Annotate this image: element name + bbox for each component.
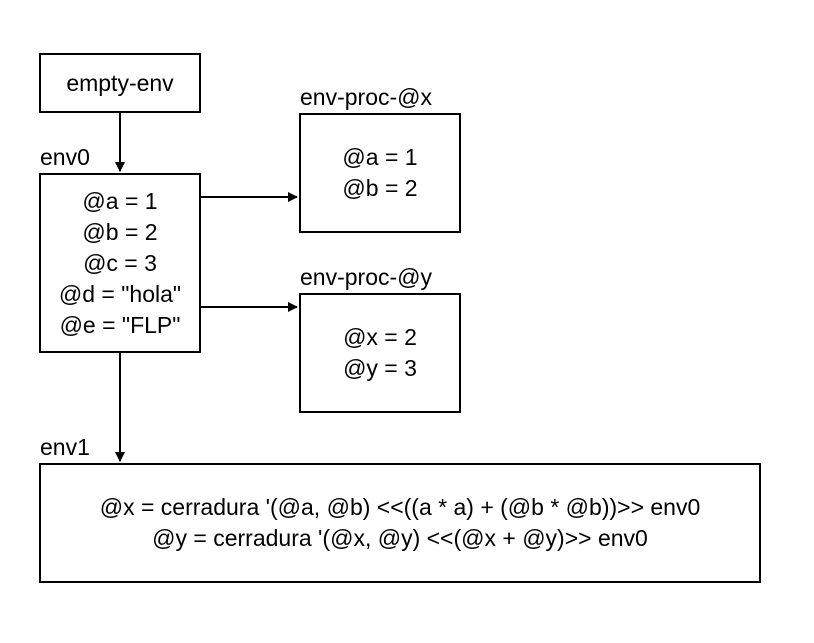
env-proc-x-caption: env-proc-@x [300,84,432,110]
env0-binding-d: @d = "hola" [58,280,182,307]
env0-binding-a: @a = 1 [82,187,158,214]
env-proc-y-caption: env-proc-@y [300,264,432,290]
env-proc-x-binding-b: @b = 2 [342,175,418,201]
empty-env-label: empty-env [66,69,174,96]
empty-env-box: empty-env [39,53,201,113]
env-proc-x-binding-a: @a = 1 [342,144,418,170]
env1-caption: env1 [40,434,90,460]
env0-box: @a = 1 @b = 2 @c = 3 @d = "hola" @e = "F… [39,173,201,353]
env0-binding-c: @c = 3 [83,249,157,276]
env-proc-y-binding-x: @x = 2 [343,324,417,350]
env1-binding-y: @y = cerradura '(@x, @y) <<(@x + @y)>> e… [152,525,648,551]
env0-caption: env0 [40,144,90,170]
env-proc-y-binding-y: @y = 3 [343,355,417,381]
env1-binding-x: @x = cerradura '(@a, @b) <<((a * a) + (@… [99,494,701,520]
env1-box: @x = cerradura '(@a, @b) <<((a * a) + (@… [39,463,761,583]
env-proc-x-box: @a = 1 @b = 2 [299,113,461,233]
env-proc-y-box: @x = 2 @y = 3 [299,293,461,413]
env0-binding-e: @e = "FLP" [59,311,181,338]
env0-binding-b: @b = 2 [82,218,158,245]
